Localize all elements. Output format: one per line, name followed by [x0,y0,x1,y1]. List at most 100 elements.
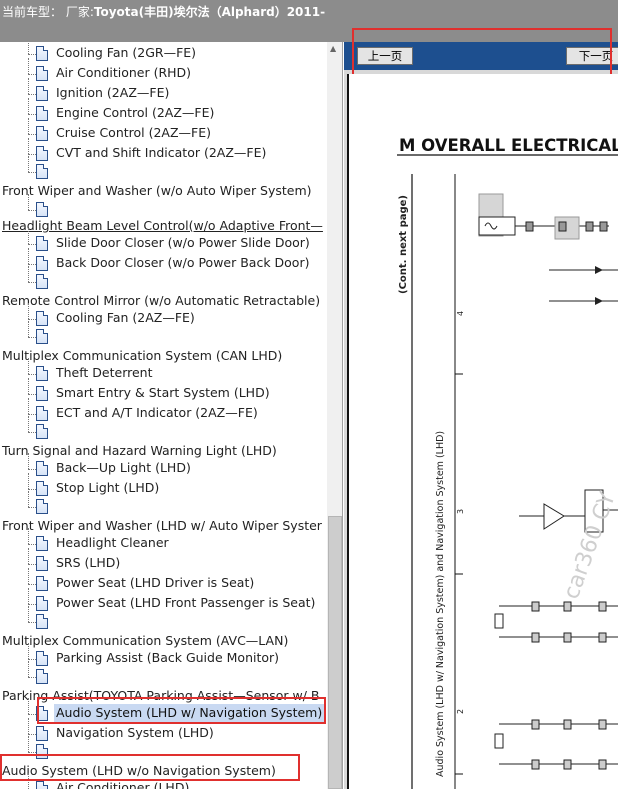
tree-guide-line [28,264,36,265]
tree-guide-line [28,548,29,564]
document-icon [36,669,48,684]
document-icon [36,706,48,721]
tree-guide-line [28,358,29,374]
tree-guide-line [28,606,29,622]
antenna-amplifier [543,503,565,530]
tree-guide-line [28,416,29,432]
tree-item-label: Air Conditioner (LHD) [56,780,190,789]
tree-guide-line [28,718,29,734]
window-title-bar: 当前车型： 厂家:Toyota(丰田)埃尔法（Alphard）2011- [0,0,618,42]
tree-item-label: Audio System (LHD w/o Navigation System) [2,763,276,778]
tree-guide-line [28,228,29,244]
tree-item-label: Navigation System (LHD) [56,725,214,740]
tree-item-label: Engine Control (2AZ—FE) [56,105,215,120]
scroll-up-arrow-icon[interactable]: ▲ [330,44,337,53]
page-title: M OVERALL ELECTRICAL [399,136,618,155]
tree-guide-line [28,544,36,545]
tree-item-label: Power Seat (LHD Driver is Seat) [56,575,255,590]
tree-item-label: Smart Entry & Start System (LHD) [56,385,270,400]
document-icon [36,726,48,741]
continued-label: (Cont. next page) [398,195,409,294]
prev-page-button[interactable]: 上一页 [357,47,413,65]
tree-guide-line [28,752,36,753]
tree-item-label: Parking Assist(TOYOTA Parking Assist—Sen… [2,688,320,703]
tree-scrollbar-thumb[interactable] [328,516,342,789]
document-icon [36,424,48,439]
tree-item-label: Cooling Fan (2AZ—FE) [56,310,195,325]
document-icon [36,106,48,121]
tree-item-label: Back—Up Light (LHD) [56,460,191,475]
system-name-label: Audio System (LHD w/ Navigation System) … [435,430,446,777]
tree-guide-line [28,677,36,678]
grid-number-3: 3 [456,508,465,514]
document-icon [36,536,48,551]
tree-guide-line [28,337,36,338]
tree-guide-line [28,622,36,623]
tree-item-label: Air Conditioner (RHD) [56,65,192,80]
diagram-viewer: 上一页 下一页 M OVERALL ELECTRICAL [344,28,618,789]
tree-guide-line [28,453,29,469]
tree-item-label: Turn Signal and Hazard Warning Light (LH… [2,443,277,458]
grid-number-2: 2 [456,708,465,714]
tree-guide-line [28,604,36,605]
tree-guide-line [28,74,36,75]
tree-guide-line [28,42,29,54]
tree-guide-line [28,588,29,604]
antenna-module [584,489,604,533]
tree-item-label: Multiplex Communication System (AVC—LAN) [2,633,289,648]
tree-guide-line [28,489,36,490]
tree-guide-line [28,58,29,74]
document-icon [36,236,48,251]
tree-item-label: Headlight Cleaner [56,535,169,550]
tree-guide-line [28,54,36,55]
tree-guide-line [28,394,36,395]
connector-3 [585,221,594,232]
tree-guide-line [28,661,29,677]
tree-item-label: Remote Control Mirror (w/o Automatic Ret… [2,293,321,308]
tree-guide-line [28,78,29,94]
document-icon [36,576,48,591]
tree-guide-line [28,714,36,715]
document-icon [36,366,48,381]
tree-guide-line [28,303,29,319]
tree-item-label-selected: Audio System (LHD w/ Navigation System) [54,704,325,722]
tree-guide-line [28,98,29,114]
next-page-button[interactable]: 下一页 [566,47,618,65]
tree-guide-line [28,528,29,544]
tree-guide-line [28,473,29,489]
tree-guide-line [28,248,29,264]
tree-guide-line [28,282,36,283]
tree-item-label: Multiplex Communication System (CAN LHD) [2,348,283,363]
document-tree-panel[interactable]: Cooling Fan (2GR—FE) Air Conditioner (RHD… [0,42,343,789]
tree-item-label: Front Wiper and Washer (w/o Auto Wiper S… [2,183,312,198]
tree-guide-line [28,266,29,282]
tree-item-label: Cooling Fan (2GR—FE) [56,45,197,60]
document-icon [36,596,48,611]
tree-guide-line [28,414,36,415]
tree-item-label: Ignition (2AZ—FE) [56,85,170,100]
tree-guide-line [28,194,29,210]
document-icon [36,481,48,496]
tree-item-label: Back Door Closer (w/o Power Back Door) [56,255,310,270]
tree-item-label: Power Seat (LHD Front Passenger is Seat) [56,595,316,610]
tree-guide-line [28,491,29,507]
tree-item-label: Parking Assist (Back Guide Monitor) [56,650,280,665]
tree-item-label: Front Wiper and Washer (LHD w/ Auto Wipe… [2,518,322,533]
document-icon [36,781,48,789]
tree-guide-line [28,138,29,154]
document-icon [36,202,48,217]
tree-guide-line [28,643,29,659]
speaker-rows [494,601,618,770]
tree-guide-line [28,398,29,414]
document-icon [36,406,48,421]
tree-item-label: Headlight Beam Level Control(w/o Adaptiv… [2,218,323,233]
tree-item-label: CVT and Shift Indicator (2AZ—FE) [56,145,267,160]
tree-guide-line [28,432,36,433]
document-icon [36,46,48,61]
tree-guide-line [28,698,29,714]
wiring-diagram [397,154,618,789]
document-icon [36,329,48,344]
tree-item-label: Theft Deterrent [56,365,153,380]
document-icon [36,256,48,271]
tree-guide-line [28,319,36,320]
